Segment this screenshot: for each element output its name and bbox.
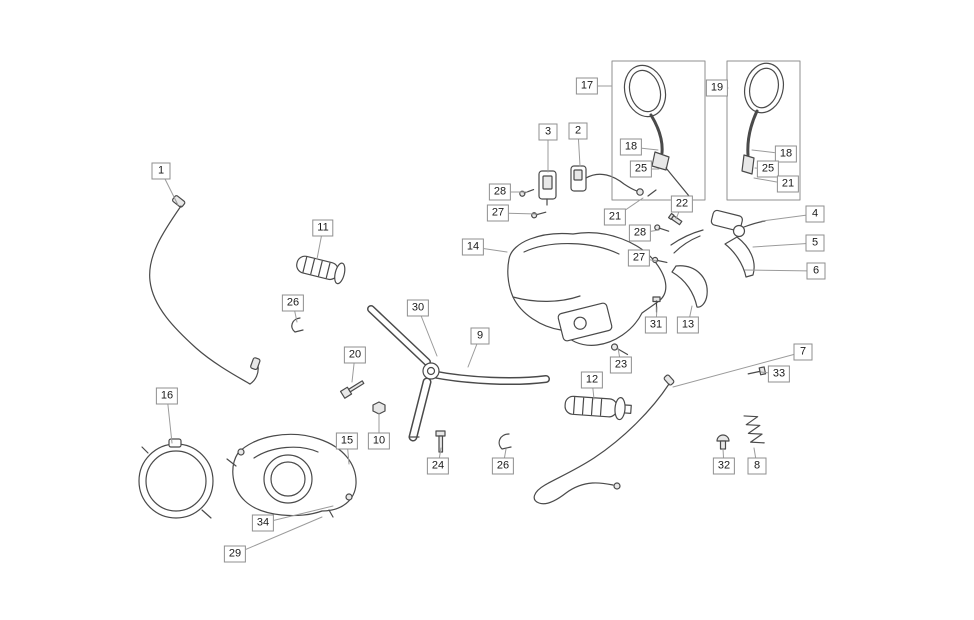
part-screw-cover — [610, 343, 629, 356]
leader-line-5 — [752, 242, 816, 248]
part-callout-25: 25 — [629, 160, 653, 178]
part-callout-10: 10 — [367, 432, 391, 450]
part-transmission-cable — [149, 195, 261, 385]
part-lever-blade — [671, 265, 708, 308]
part-right-grip — [564, 395, 632, 421]
part-mirror-left — [623, 64, 690, 197]
part-brake-lever-assembly — [670, 209, 766, 278]
part-callout-23: 23 — [609, 356, 633, 374]
part-switch-assembly-left — [538, 170, 557, 206]
part-callout-18: 18 — [774, 145, 798, 163]
part-callout-29: 29 — [223, 545, 247, 563]
part-cap-32 — [716, 434, 730, 450]
leader-line-34 — [262, 505, 334, 524]
part-callout-8: 8 — [747, 457, 767, 475]
part-callout-27: 27 — [627, 249, 651, 267]
part-callout-17: 17 — [575, 77, 599, 95]
part-callout-28: 28 — [488, 183, 512, 201]
part-callout-25: 25 — [756, 160, 780, 178]
part-callout-13: 13 — [676, 316, 700, 334]
part-callout-24: 24 — [426, 457, 450, 475]
part-nut — [372, 401, 386, 415]
part-callout-26: 26 — [281, 294, 305, 312]
leader-line-6 — [744, 269, 817, 272]
part-callout-2: 2 — [568, 122, 588, 140]
part-mirror-right — [741, 62, 785, 175]
part-bolt-clamp — [339, 380, 365, 399]
part-callout-32: 32 — [712, 457, 736, 475]
part-switch-assembly-right — [570, 165, 644, 196]
part-callout-16: 16 — [155, 387, 179, 405]
part-callout-20: 20 — [343, 346, 367, 364]
part-callout-30: 30 — [406, 299, 430, 317]
part-callout-19: 19 — [705, 79, 729, 97]
part-left-grip — [296, 255, 346, 285]
part-callout-21: 21 — [776, 175, 800, 193]
part-callout-1: 1 — [151, 162, 171, 180]
part-headlamp-rim — [138, 438, 214, 519]
mirror-inset-box-left — [611, 60, 706, 201]
part-callout-22: 22 — [670, 195, 694, 213]
part-callout-31: 31 — [644, 316, 668, 334]
leader-line-29 — [234, 516, 323, 555]
part-callout-33: 33 — [767, 365, 791, 383]
part-pin-22 — [667, 212, 683, 226]
part-throttle-cable — [533, 374, 675, 505]
part-callout-21: 21 — [603, 208, 627, 226]
part-callout-18: 18 — [619, 138, 643, 156]
part-screw-28-right — [654, 224, 670, 232]
part-handlebar-cover-rear — [507, 232, 667, 346]
part-callout-6: 6 — [806, 262, 826, 280]
part-spring — [743, 415, 765, 444]
part-callout-7: 7 — [793, 343, 813, 361]
part-cable-clamp-bottom — [498, 433, 512, 450]
part-callout-27: 27 — [486, 204, 510, 222]
part-callout-9: 9 — [470, 327, 490, 345]
part-callout-11: 11 — [312, 219, 334, 237]
leader-line-7 — [672, 351, 804, 388]
part-callout-26: 26 — [491, 457, 515, 475]
part-callout-4: 4 — [805, 205, 825, 223]
mirror-inset-box-right — [726, 60, 801, 201]
part-callout-3: 3 — [538, 123, 558, 141]
part-callout-12: 12 — [580, 371, 604, 389]
part-front-cover — [226, 433, 357, 518]
part-callout-34: 34 — [251, 514, 275, 532]
part-callout-28: 28 — [628, 224, 652, 242]
part-callout-5: 5 — [805, 234, 825, 252]
part-cable-clamp-left — [291, 317, 304, 333]
part-callout-14: 14 — [461, 238, 485, 256]
part-bolt-33 — [747, 366, 767, 376]
part-callout-15: 15 — [335, 432, 359, 450]
part-handlebar-tube — [367, 305, 550, 442]
